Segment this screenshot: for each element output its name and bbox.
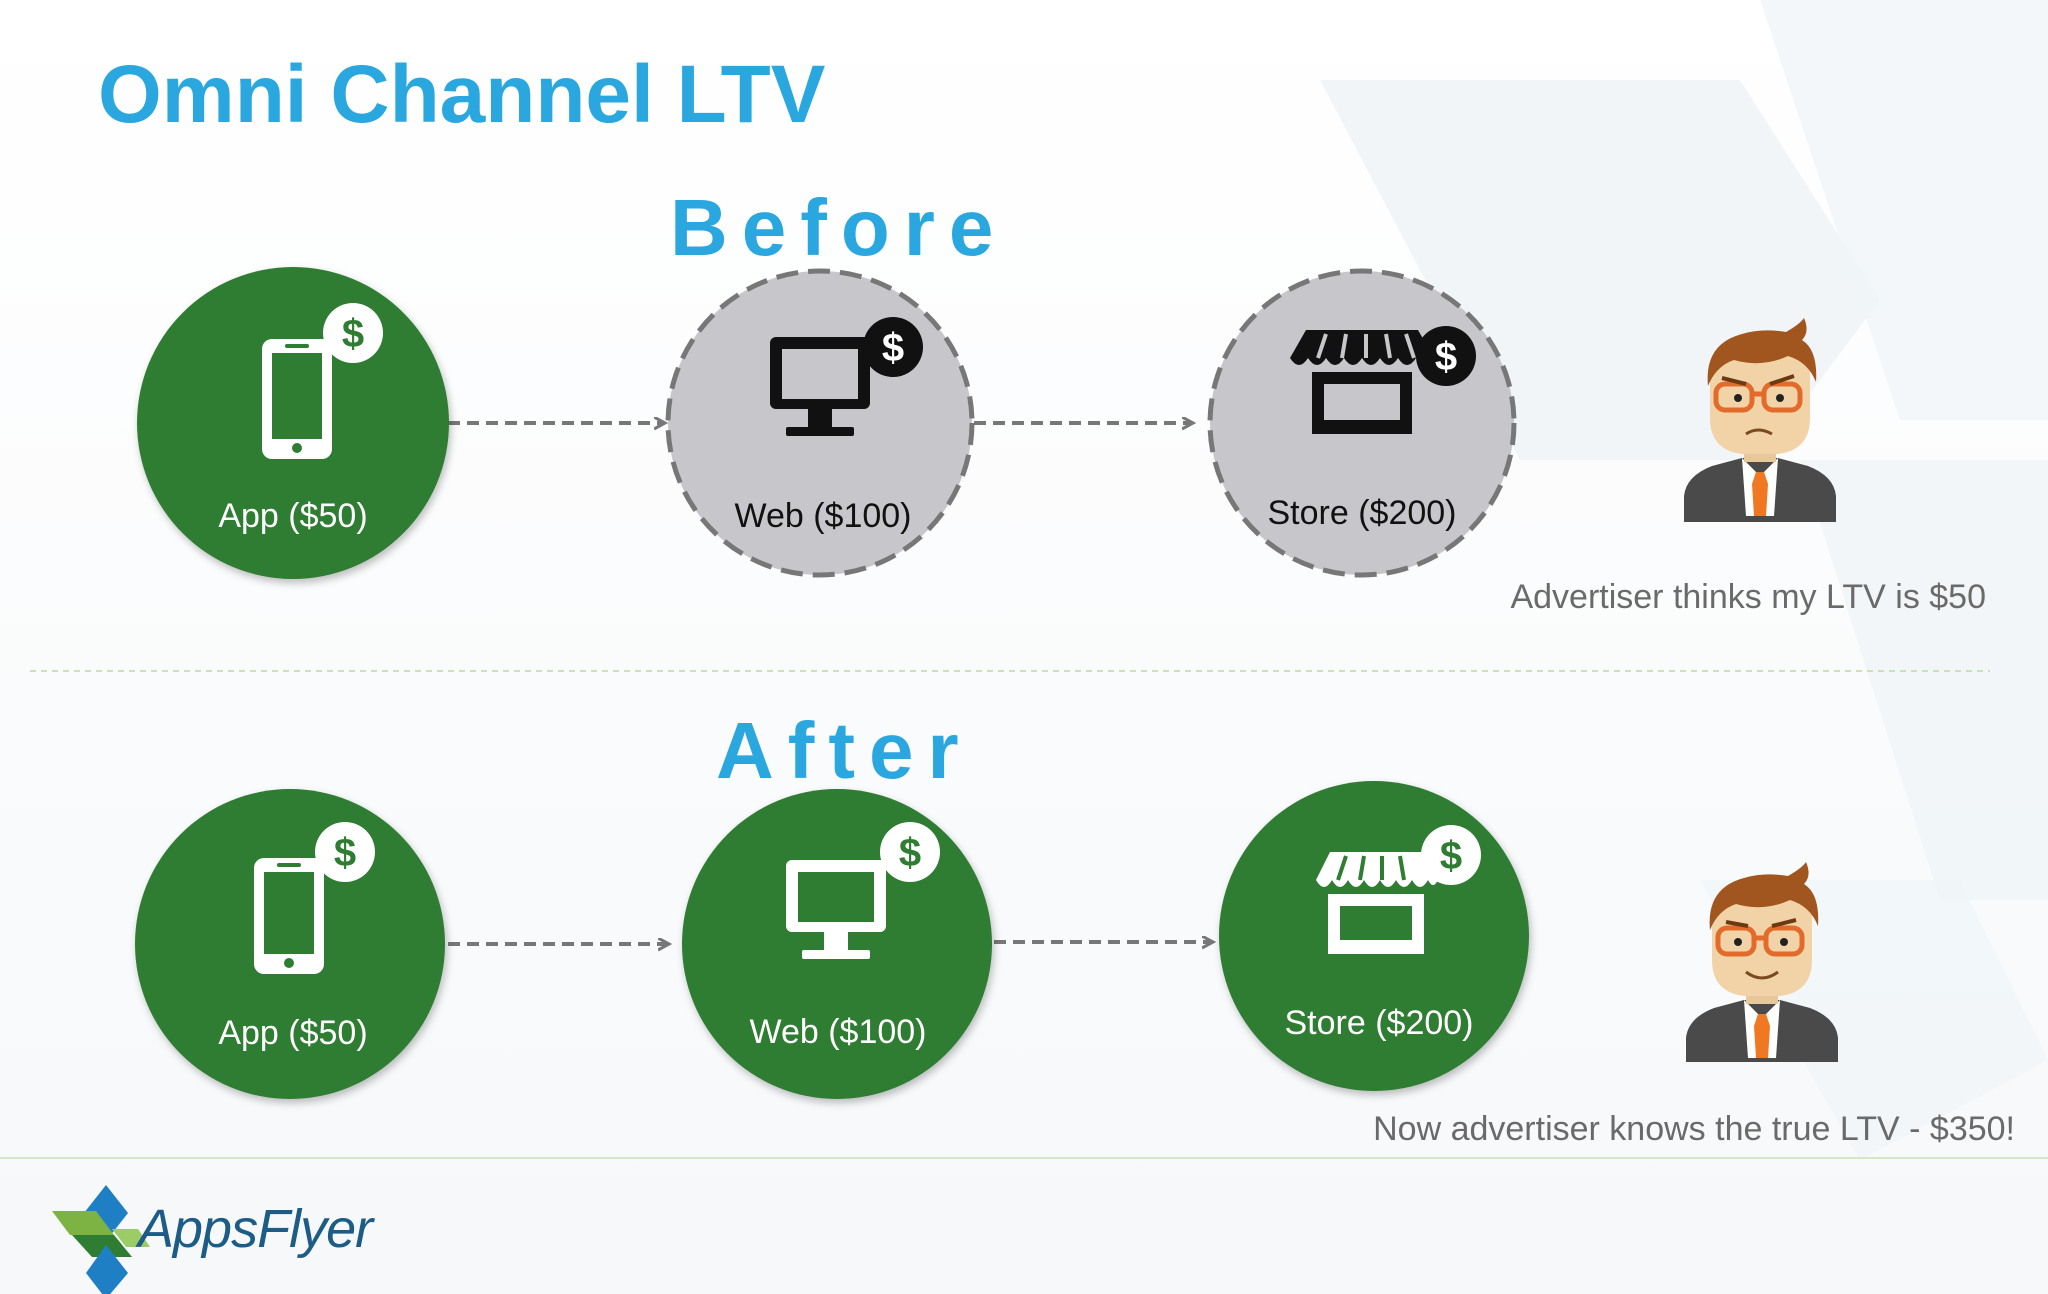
before-app-label: App ($50) xyxy=(218,497,368,535)
before-caption: Advertiser thinks my LTV is $50 xyxy=(1510,578,1986,616)
dollar-badge-icon: $ xyxy=(880,822,940,882)
after-app-label: App ($50) xyxy=(218,1014,368,1052)
page-title: Omni Channel LTV xyxy=(98,49,826,140)
appsflyer-logo-text: AppsFlyer xyxy=(138,1199,373,1259)
dollar-badge-icon: $ xyxy=(1421,825,1481,885)
after-web-label: Web ($100) xyxy=(749,1013,927,1051)
after-node-web: $ xyxy=(682,789,992,1099)
happy-advertiser-icon xyxy=(1686,862,1838,1062)
appsflyer-logo-icon xyxy=(52,1185,150,1294)
svg-text:$: $ xyxy=(342,312,364,356)
after-caption: Now advertiser knows the true LTV - $350… xyxy=(1373,1110,2015,1148)
dollar-badge-icon: $ xyxy=(863,317,923,377)
after-node-app: $ xyxy=(135,789,445,1099)
svg-text:$: $ xyxy=(334,831,356,875)
dollar-badge-icon: $ xyxy=(315,822,375,882)
before-heading: Before xyxy=(670,183,1008,272)
svg-text:$: $ xyxy=(899,831,921,875)
dollar-badge-icon: $ xyxy=(323,303,383,363)
monitor-icon xyxy=(786,860,886,959)
smartphone-icon xyxy=(254,858,324,974)
before-node-store: $ xyxy=(1207,268,1517,578)
dollar-badge-icon: $ xyxy=(1416,326,1476,386)
svg-text:$: $ xyxy=(1435,335,1457,379)
monitor-icon xyxy=(770,337,870,436)
storefront-icon xyxy=(1290,330,1434,434)
svg-text:$: $ xyxy=(1440,834,1462,878)
storefront-icon xyxy=(1316,852,1438,954)
after-heading: After xyxy=(716,706,973,795)
before-web-label: Web ($100) xyxy=(734,497,912,535)
svg-text:$: $ xyxy=(882,326,904,370)
after-node-store: $ xyxy=(1219,781,1529,1091)
before-store-label: Store ($200) xyxy=(1267,494,1457,532)
after-store-label: Store ($200) xyxy=(1284,1004,1474,1042)
before-node-app: $ xyxy=(137,267,449,579)
confused-advertiser-icon xyxy=(1684,318,1836,522)
smartphone-icon xyxy=(262,339,332,459)
before-node-web: $ xyxy=(665,268,975,578)
